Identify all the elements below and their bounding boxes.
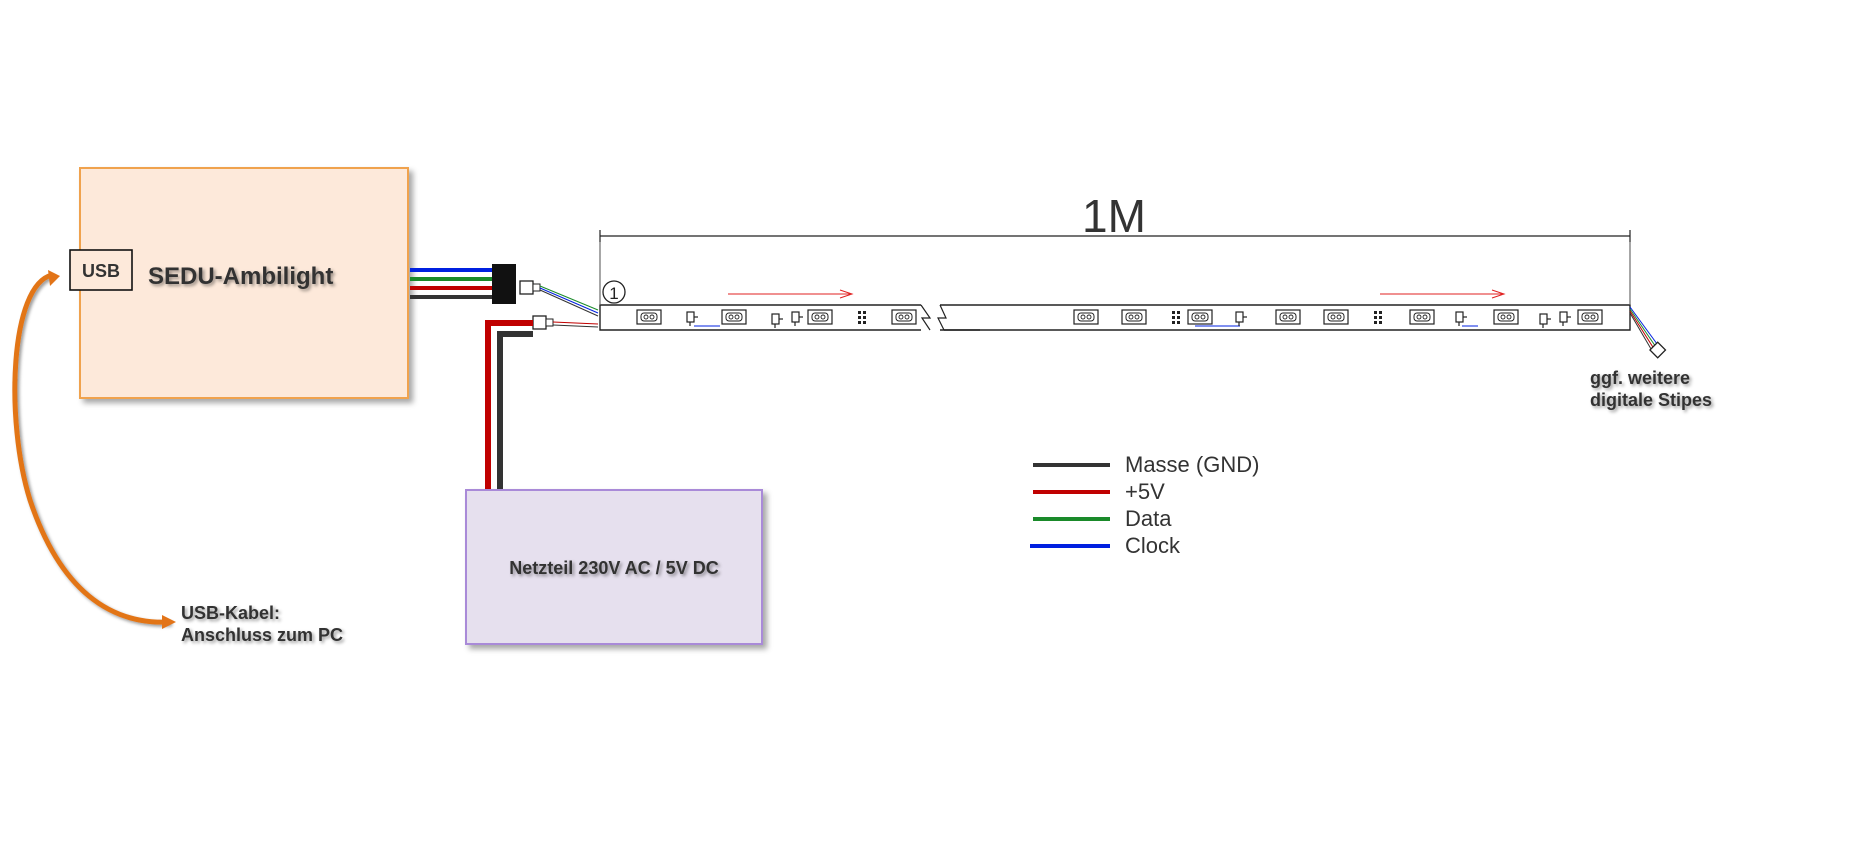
led-chip-icon bbox=[1409, 309, 1435, 325]
extension-label-line1: ggf. weitere bbox=[1590, 368, 1690, 388]
led-strip: 1 bbox=[599, 280, 1631, 331]
length-dimension: 1M bbox=[599, 190, 1631, 304]
usb-cable: USB-Kabel: Anschluss zum PC bbox=[12, 270, 343, 645]
length-label: 1M bbox=[1082, 190, 1146, 242]
controller-title: SEDU-Ambilight bbox=[148, 263, 333, 290]
power-supply-title: Netzteil 230V AC / 5V DC bbox=[509, 558, 718, 578]
led-resistor-icon bbox=[1235, 311, 1248, 327]
power-cable bbox=[485, 320, 533, 490]
legend-item: Clock bbox=[1030, 533, 1181, 558]
led-resistor-icon bbox=[791, 311, 804, 327]
led-chip-icon bbox=[1187, 309, 1213, 325]
led-chip-icon bbox=[636, 309, 662, 325]
led-chip-icon bbox=[1121, 309, 1147, 325]
legend-item: Masse (GND) bbox=[1033, 452, 1259, 477]
direction-arrow-icon bbox=[839, 289, 854, 299]
usb-cable-label-line2: Anschluss zum PC bbox=[181, 625, 343, 645]
usb-cable-arc bbox=[12, 272, 171, 625]
led-resistor-icon bbox=[771, 313, 784, 329]
connector-block bbox=[492, 264, 516, 304]
legend-item: Data bbox=[1033, 506, 1172, 531]
led-chip-icon bbox=[1577, 309, 1603, 325]
led-resistor-icon bbox=[1539, 313, 1552, 329]
start-marker bbox=[602, 280, 626, 304]
strip-break-icon bbox=[920, 304, 932, 331]
direction-arrow-icon bbox=[1491, 289, 1506, 299]
legend-label: Data bbox=[1125, 506, 1172, 531]
power-supply-body bbox=[465, 489, 763, 645]
plug-icon bbox=[519, 280, 534, 295]
start-marker-label: 1 bbox=[609, 284, 618, 303]
controller-cable-bundle bbox=[410, 264, 516, 304]
strip-output-wires: ggf. weitere digitale Stipes bbox=[1590, 306, 1712, 410]
arrow-head-icon bbox=[48, 270, 60, 286]
led-pads-icon bbox=[1374, 311, 1382, 324]
legend-item: +5V bbox=[1033, 479, 1165, 504]
led-resistor-icon bbox=[1559, 311, 1572, 327]
usb-port-label: USB bbox=[82, 261, 120, 281]
usb-cable-label-line1: USB-Kabel: bbox=[181, 603, 280, 623]
plug-icon bbox=[532, 315, 547, 330]
led-chip-icon bbox=[1493, 309, 1519, 325]
usb-port bbox=[69, 249, 133, 291]
legend-label: Masse (GND) bbox=[1125, 452, 1259, 477]
plug-icon bbox=[1649, 341, 1667, 359]
controller-body bbox=[79, 167, 409, 399]
led-chip-icon bbox=[1073, 309, 1099, 325]
led-resistor-icon bbox=[686, 311, 699, 327]
power-supply-box: Netzteil 230V AC / 5V DC bbox=[465, 489, 763, 645]
legend: Masse (GND) +5V Data Clock bbox=[1030, 452, 1259, 558]
led-chip-icon bbox=[807, 309, 833, 325]
legend-label: Clock bbox=[1125, 533, 1181, 558]
led-chip-icon bbox=[891, 309, 917, 325]
led-chip-icon bbox=[1323, 309, 1349, 325]
controller-box: SEDU-Ambilight USB bbox=[69, 167, 409, 399]
led-pads-icon bbox=[858, 311, 866, 324]
legend-label: +5V bbox=[1125, 479, 1165, 504]
extension-label-line2: digitale Stipes bbox=[1590, 390, 1712, 410]
arrow-head-icon bbox=[162, 615, 176, 629]
led-resistor-icon bbox=[1455, 311, 1468, 327]
led-chip-icon bbox=[721, 309, 747, 325]
strip-input-wires bbox=[519, 280, 599, 330]
led-pads-icon bbox=[1172, 311, 1180, 324]
led-chip-icon bbox=[1275, 309, 1301, 325]
